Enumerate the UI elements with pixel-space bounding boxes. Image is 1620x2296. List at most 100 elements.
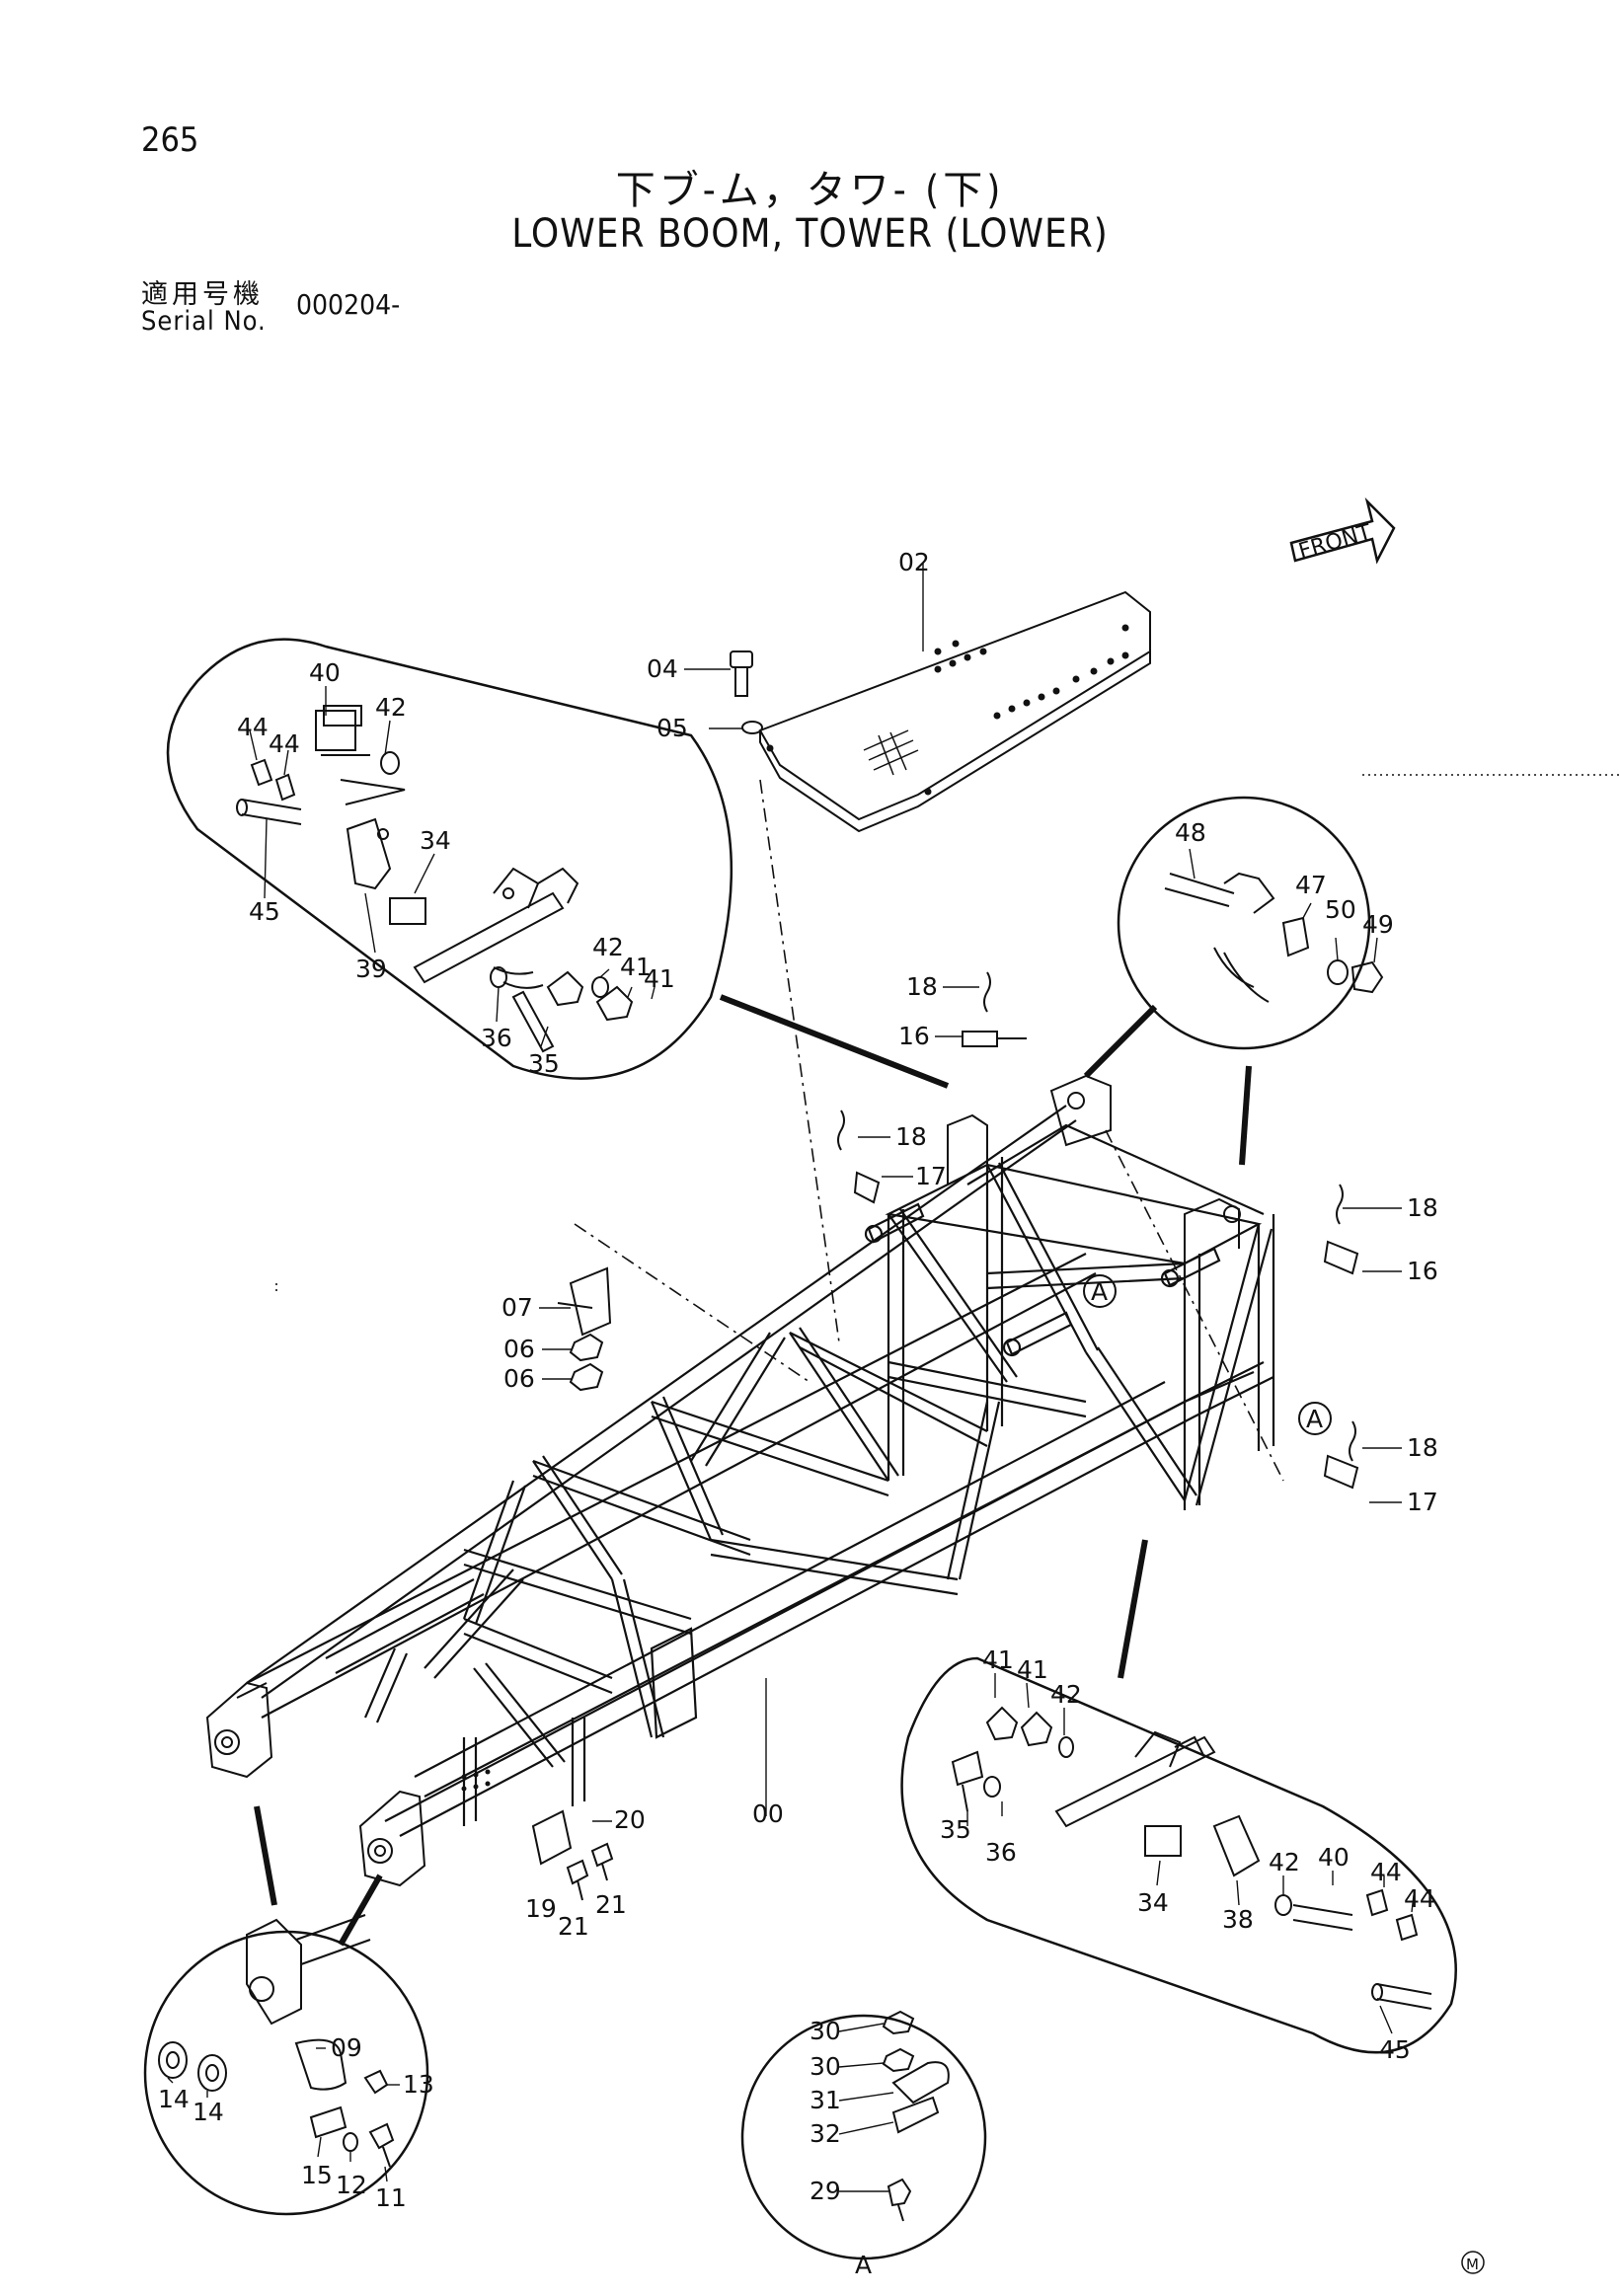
- part-label-38: 38: [1222, 1905, 1254, 1934]
- part-label-50: 50: [1325, 895, 1356, 924]
- screw-21-b: [590, 1842, 614, 1881]
- section-marker-a-letter-2: A: [1306, 1405, 1323, 1433]
- part-label-39: 39: [355, 955, 387, 983]
- part-label-29: 29: [810, 2177, 841, 2205]
- washer-05: [741, 721, 763, 734]
- serial-number-value: 000204-: [296, 288, 401, 321]
- part-label-42: 42: [375, 693, 407, 722]
- section-marker-a-1: [1083, 1274, 1117, 1308]
- part-label-35: 35: [528, 1049, 560, 1078]
- section-marker-a-2: [1298, 1402, 1332, 1435]
- part-label-44: 44: [269, 729, 300, 758]
- part-label-41: 41: [1017, 1655, 1048, 1684]
- part-label-42: 42: [592, 933, 624, 961]
- part-label-45: 45: [1379, 2035, 1411, 2064]
- part-label-41: 41: [644, 964, 675, 993]
- part-label-04: 04: [647, 654, 678, 683]
- retaining-pin-18-a: [983, 971, 991, 1013]
- part-label-14: 14: [193, 2098, 224, 2126]
- part-label-44: 44: [1404, 1884, 1435, 1913]
- part-label-44: 44: [237, 713, 269, 741]
- nut-06-a: [569, 1333, 604, 1362]
- serial-label-english: Serial No.: [141, 306, 267, 337]
- part-label-17: 17: [1407, 1488, 1438, 1516]
- part-label-32: 32: [810, 2119, 841, 2148]
- part-label-07: 07: [501, 1293, 533, 1322]
- page-title-english: LOWER BOOM, TOWER (LOWER): [511, 211, 1109, 257]
- part-label-34: 34: [420, 826, 451, 855]
- callout-pointers: [254, 994, 1252, 1947]
- part-label-44: 44: [1370, 1858, 1402, 1886]
- part-label-09: 09: [331, 2033, 362, 2062]
- part-label-18: 18: [906, 972, 938, 1001]
- part-label-35: 35: [940, 1815, 971, 1844]
- part-label-02: 02: [898, 548, 930, 576]
- part-label-21: 21: [595, 1890, 627, 1919]
- bracket-07: [557, 1266, 612, 1337]
- part-label-18: 18: [895, 1122, 927, 1151]
- part-label-13: 13: [403, 2070, 434, 2099]
- part-labels: 02 04 05 40 42 44 44 34 45 39 42 41 41 3…: [158, 548, 1479, 2279]
- screw-21-a: [566, 1859, 589, 1901]
- pin-17-left: [853, 1171, 881, 1204]
- part-label-15: 15: [301, 2161, 333, 2189]
- detail-top-left: [166, 638, 733, 1080]
- part-label-45: 45: [249, 897, 280, 926]
- part-label-41: 41: [620, 953, 652, 981]
- tower-lug-bracket: [947, 1074, 1241, 1263]
- part-label-16: 16: [898, 1022, 930, 1050]
- part-label-42: 42: [1269, 1848, 1300, 1876]
- leader-lines: [167, 563, 1415, 2192]
- part-label-12: 12: [336, 2171, 367, 2199]
- part-label-14: 14: [158, 2085, 190, 2113]
- retaining-pin-18-d: [1349, 1420, 1356, 1462]
- part-label-30: 30: [810, 2017, 841, 2045]
- front-arrow-icon: FRONT: [1289, 497, 1396, 565]
- retaining-pin-18-c: [1336, 1184, 1344, 1225]
- detail-a-label: A: [855, 2251, 872, 2279]
- corner-mark-circle: [1461, 2251, 1485, 2274]
- part-label-49: 49: [1362, 910, 1394, 939]
- part-label-30: 30: [810, 2052, 841, 2081]
- part-label-18: 18: [1407, 1433, 1438, 1462]
- front-label: FRONT: [1296, 520, 1375, 565]
- part-label-19: 19: [525, 1894, 557, 1923]
- part-label-40: 40: [1318, 1843, 1350, 1872]
- detail-bottom-left: [143, 1914, 429, 2216]
- nut-06-b: [569, 1362, 604, 1392]
- page-number: 265: [141, 120, 199, 160]
- boom-foot-lug-right: [358, 1769, 491, 1887]
- detail-a-circle: [740, 2010, 987, 2260]
- section-marker-a-letter-1: A: [1091, 1277, 1108, 1306]
- part-label-06: 06: [503, 1335, 535, 1363]
- part-label-40: 40: [309, 658, 341, 687]
- lower-boom-frame-00: [246, 1105, 1275, 1837]
- boom-foot-lug-left: [205, 1681, 273, 1779]
- pin-16-right: [1323, 1240, 1359, 1275]
- part-label-48: 48: [1175, 818, 1206, 847]
- nameplate-20: [531, 1809, 573, 1866]
- part-label-21: 21: [558, 1912, 589, 1941]
- part-label-05: 05: [656, 714, 688, 742]
- page-title-japanese: 下ブ-ム，タワ- (下): [615, 168, 1005, 213]
- part-label-11: 11: [375, 2183, 407, 2212]
- part-label-36: 36: [985, 1838, 1017, 1867]
- part-label-00: 00: [752, 1799, 784, 1828]
- detail-bottom-right: [900, 1656, 1457, 2054]
- corner-mark-letter: M: [1466, 2256, 1479, 2273]
- part-label-16: 16: [1407, 1257, 1438, 1285]
- part-label-17: 17: [915, 1162, 947, 1190]
- part-label-34: 34: [1137, 1888, 1169, 1917]
- part-label-20: 20: [614, 1805, 646, 1834]
- part-label-36: 36: [481, 1024, 512, 1052]
- part-label-47: 47: [1295, 871, 1327, 899]
- pin-17-right: [1323, 1454, 1359, 1490]
- part-label-41: 41: [982, 1645, 1014, 1674]
- bolt-04: [730, 651, 753, 697]
- part-label-42: 42: [1050, 1680, 1082, 1709]
- part-label-18: 18: [1407, 1193, 1438, 1222]
- part-label-31: 31: [810, 2086, 841, 2114]
- serial-label-japanese: 適用号機: [141, 279, 264, 310]
- pin-16-top: [962, 1031, 998, 1047]
